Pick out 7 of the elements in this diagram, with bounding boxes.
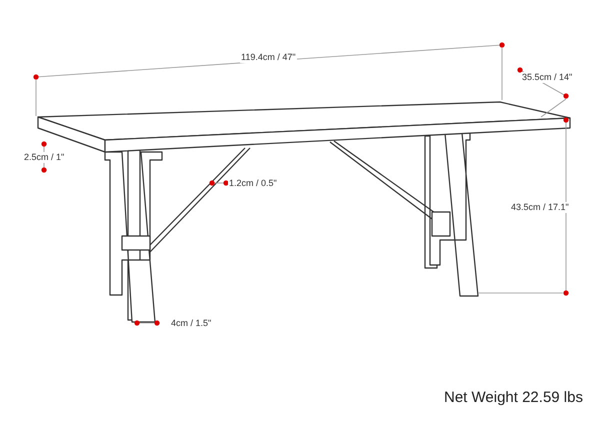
dimension-label: 43.5cm / 17.1" — [510, 202, 570, 213]
dimension-label: 1.2cm / 0.5" — [228, 178, 278, 189]
weight-label: Net Weight 22.59 lbs — [444, 389, 583, 406]
dimension-label: 119.4cm / 47" — [240, 52, 297, 63]
dimension-label: 4cm / 1.5" — [170, 318, 212, 329]
dimension-label: 2.5cm / 1" — [23, 152, 66, 163]
dimension-label: 35.5cm / 14" — [521, 72, 574, 83]
